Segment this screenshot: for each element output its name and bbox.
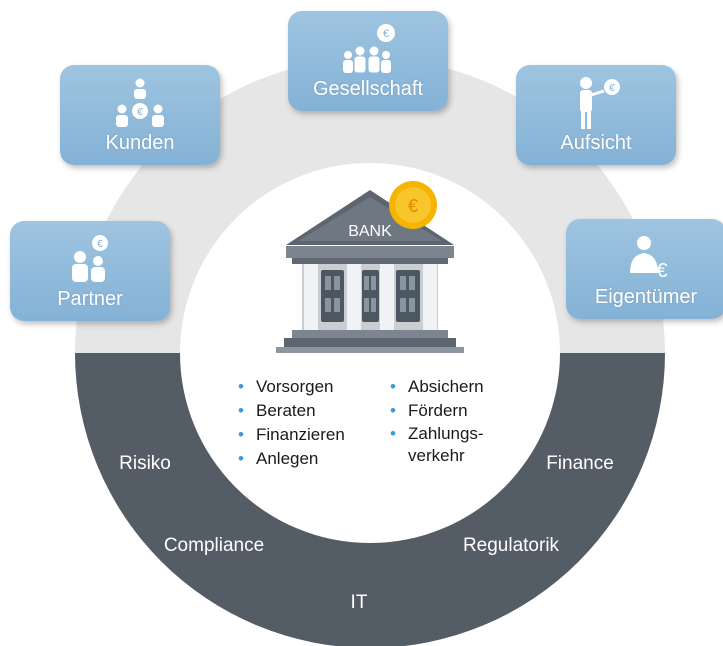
stakeholder-box-kunden: € Kunden <box>60 65 220 165</box>
functions-list-right: Absichern Fördern Zahlungs- verkehr <box>390 375 484 467</box>
ring-label-compliance: Compliance <box>164 535 264 556</box>
function-item: Finanzieren <box>238 423 345 447</box>
owner-euro-icon: € <box>630 236 668 282</box>
supervisor-euro-icon: € <box>580 77 620 129</box>
stakeholder-box-partner: € Partner <box>10 221 170 321</box>
bank-building-icon: € BANK <box>276 181 464 353</box>
ring-label-finance: Finance <box>546 453 614 474</box>
stakeholder-label: Kunden <box>105 132 175 154</box>
stakeholder-label: Eigentümer <box>594 286 698 308</box>
stakeholder-box-eigentuemer: € Eigentümer <box>566 219 723 319</box>
function-item: Vorsorgen <box>238 375 345 399</box>
partners-euro-icon: € <box>72 235 108 282</box>
stakeholder-label: Aufsicht <box>560 132 632 154</box>
function-item: Zahlungs- verkehr <box>390 423 484 467</box>
coin-euro-symbol: € <box>408 196 418 216</box>
svg-text:€: € <box>609 83 615 94</box>
svg-text:€: € <box>656 260 667 282</box>
function-item: Absichern <box>390 375 484 399</box>
ring-label-risiko: Risiko <box>119 453 171 474</box>
group-euro-icon: € <box>343 24 395 73</box>
functions-list-left: Vorsorgen Beraten Finanzieren Anlegen <box>238 375 345 471</box>
stakeholder-label: Gesellschaft <box>312 78 424 100</box>
svg-text:€: € <box>97 239 103 250</box>
function-item: Anlegen <box>238 447 345 471</box>
bank-sign: BANK <box>348 223 392 240</box>
svg-text:€: € <box>137 107 143 118</box>
stakeholder-box-aufsicht: € Aufsicht <box>516 65 676 165</box>
ring-label-it: IT <box>351 592 368 613</box>
svg-text:€: € <box>383 28 389 40</box>
function-item: Beraten <box>238 399 345 423</box>
stakeholder-box-gesellschaft: € Gesellschaft <box>288 11 448 111</box>
function-item: Fördern <box>390 399 484 423</box>
stakeholder-label: Partner <box>57 288 123 310</box>
ring-label-regulatorik: Regulatorik <box>463 535 560 556</box>
customers-euro-icon: € <box>116 78 164 127</box>
